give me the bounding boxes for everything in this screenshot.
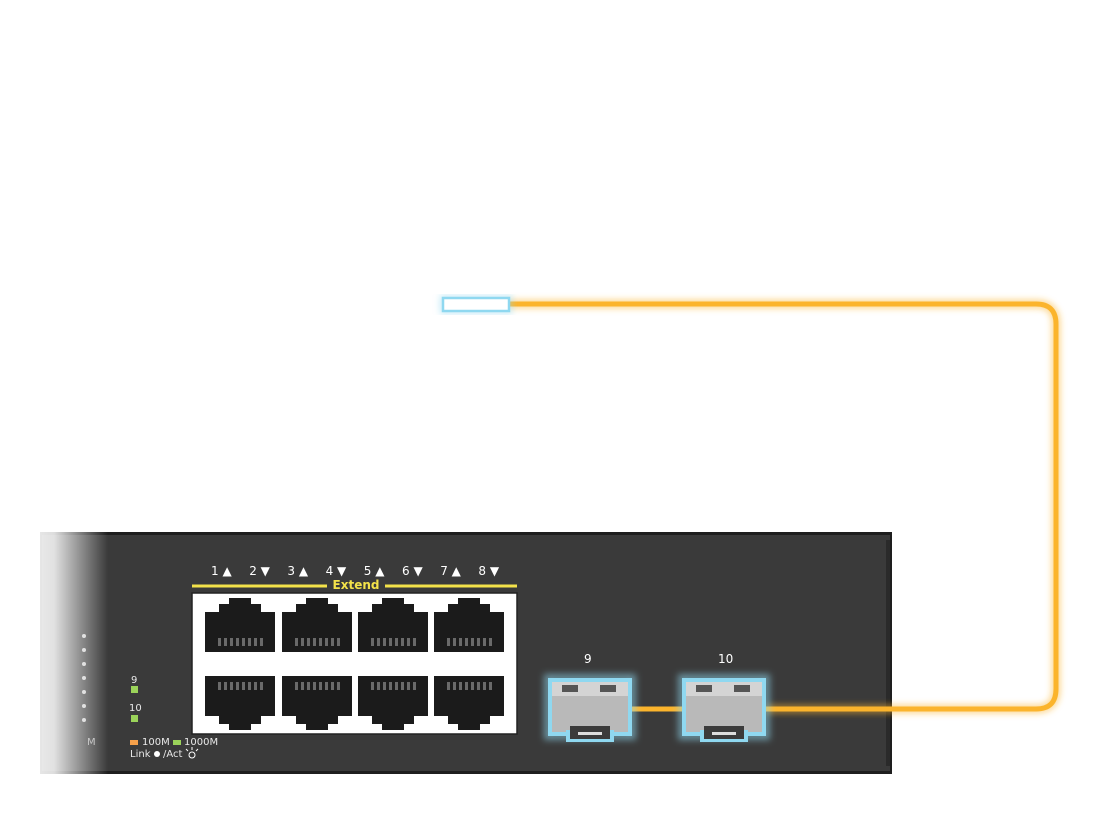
- port-number: 2: [249, 564, 257, 578]
- port-number: 7: [440, 564, 448, 578]
- cable-connector-highlight: [440, 295, 512, 314]
- port-number: 1: [211, 564, 219, 578]
- port-number: 6: [402, 564, 410, 578]
- port-label-7: 7 ▲: [440, 564, 461, 578]
- left-fade-overlay: [0, 520, 900, 790]
- legend-act-label: /Act: [163, 749, 183, 760]
- triangle-up-icon: ▲: [218, 564, 232, 578]
- triangle-down-icon: ▼: [486, 564, 500, 578]
- triangle-down-icon: ▼: [333, 564, 347, 578]
- triangle-down-icon: ▼: [409, 564, 423, 578]
- port-label-2: 2 ▼: [249, 564, 270, 578]
- port-label-1: 1 ▲: [211, 564, 232, 578]
- port-label-6: 6 ▼: [402, 564, 423, 578]
- sfp-label-10: 10: [718, 652, 734, 666]
- legend-100m-label: 100M: [142, 737, 170, 748]
- led-label-10: 10: [129, 703, 142, 714]
- legend-1000m-label: 1000M: [184, 737, 219, 748]
- port-label-4: 4 ▼: [326, 564, 347, 578]
- sfp-label-9: 9: [584, 652, 592, 666]
- triangle-down-icon: ▼: [256, 564, 270, 578]
- triangle-up-icon: ▲: [447, 564, 461, 578]
- port-number: 4: [325, 564, 334, 578]
- port-label-8: 8 ▼: [478, 564, 499, 578]
- triangle-up-icon: ▲: [295, 564, 309, 578]
- led-label-9: 9: [131, 675, 138, 686]
- port-label-3: 3 ▲: [287, 564, 308, 578]
- triangle-up-icon: ▲: [371, 564, 385, 578]
- port-number: 8: [478, 564, 487, 578]
- port-label-5: 5 ▲: [364, 564, 385, 578]
- legend-link-label: Link: [130, 749, 151, 760]
- partial-speed-label: M: [87, 737, 96, 748]
- port-number: 3: [287, 564, 296, 578]
- extend-label: Extend: [327, 578, 385, 592]
- port-number: 5: [363, 564, 372, 578]
